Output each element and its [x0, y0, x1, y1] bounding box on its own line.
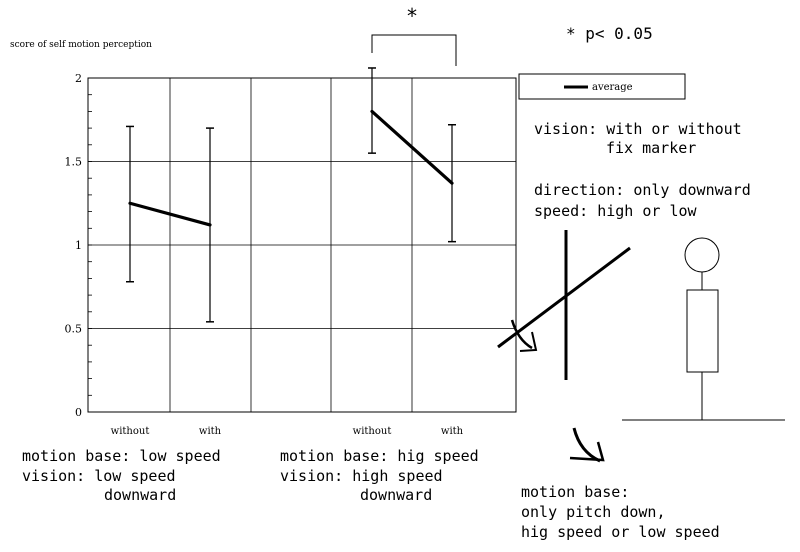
vision-note-line-1: vision: with or without [534, 120, 742, 138]
x-tick-label: without [353, 426, 392, 437]
x-tick-label: without [111, 426, 150, 437]
motion-base-note-line-2: only pitch down, [521, 503, 666, 521]
direction-note-line-2: speed: high or low [534, 202, 698, 220]
y-tick-label: 1.5 [65, 156, 83, 169]
significance-bracket [371, 34, 457, 66]
subject-figure [622, 237, 785, 421]
y-tick-label: 1 [75, 239, 82, 252]
pitch-arrowhead-icon [519, 331, 538, 352]
motion-base-arrowhead-icon [569, 441, 605, 462]
x-tick-label: with [441, 426, 464, 437]
subject-body-icon [686, 289, 719, 373]
average-line-group-1 [128, 201, 212, 227]
group-2-caption-line-2: vision: high speed [280, 467, 443, 485]
average-line-group-2 [370, 109, 454, 185]
plot-area: 0 0.5 1 1.5 2 without with without with [65, 67, 517, 437]
vision-note-line-2: fix marker [606, 139, 696, 157]
motion-base-arrow [569, 427, 605, 463]
motion-base-note-line-1: motion base: [521, 483, 629, 501]
direction-note-line-1: direction: only downward [534, 181, 751, 199]
p-value-note: * p< 0.05 [566, 24, 653, 43]
subject-head-icon [684, 237, 720, 273]
motion-base-arrow-icon [572, 427, 601, 463]
group-1-caption-line-1: motion base: low speed [22, 447, 221, 465]
tilted-plane-line [497, 246, 631, 349]
y-axis-title: score of self motion perception [10, 40, 152, 50]
y-tick-label: 0 [75, 406, 82, 419]
significance-star: * [406, 4, 418, 28]
motion-base-note-line-3: hig speed or low speed [521, 523, 720, 541]
group-2-caption-line-3: downward [360, 486, 432, 504]
group-1-caption-line-3: downward [104, 486, 176, 504]
group-2-caption-line-1: motion base: hig speed [280, 447, 479, 465]
legend-box [518, 73, 686, 100]
y-tick-label: 2 [75, 72, 82, 85]
legend-label: average [592, 82, 633, 93]
tilt-schematic [497, 230, 631, 380]
x-tick-label: with [199, 426, 222, 437]
legend: average [518, 73, 686, 100]
group-1-caption-line-2: vision: low speed [22, 467, 176, 485]
y-tick-label: 0.5 [65, 323, 83, 336]
pitch-arrow-icon [510, 319, 533, 350]
